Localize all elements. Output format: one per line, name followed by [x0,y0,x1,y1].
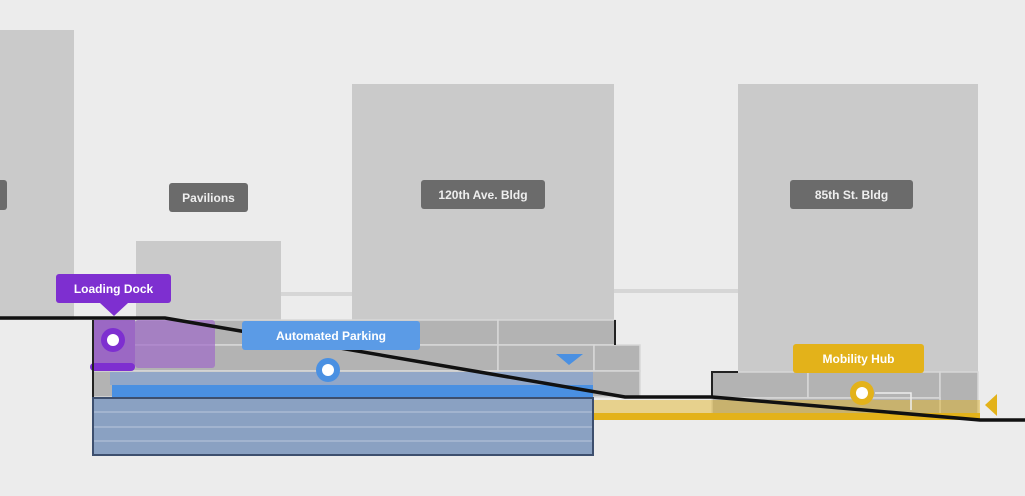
85th-building [738,84,978,374]
wall [711,371,738,397]
parking-entry-marker-icon [556,354,583,365]
left-building [0,30,74,320]
85th-st-bldg-label: 85th St. Bldg [790,180,913,209]
mobility-hub-pointer [985,394,997,416]
mobility-hub-bar [593,413,980,420]
loading-dock-zone [135,320,215,368]
automated-parking-label: Automated Parking [242,321,420,350]
loading-dock-bar [90,363,135,371]
120th-ave-bldg-label: 120th Ave. Bldg [421,180,545,209]
mobility-hub-label: Mobility Hub [793,344,924,373]
loading-dock-pointer [100,303,128,316]
connector-bridge [281,292,352,296]
parking-zone [110,372,593,385]
pavilions-label: Pavilions [169,183,248,212]
parking-bar [112,385,593,397]
loading-dock-label: Loading Dock [56,274,171,303]
left-building-label [0,180,7,210]
upper-wall [614,320,616,345]
connector-bridge [614,289,738,293]
ground-line [0,316,1025,422]
